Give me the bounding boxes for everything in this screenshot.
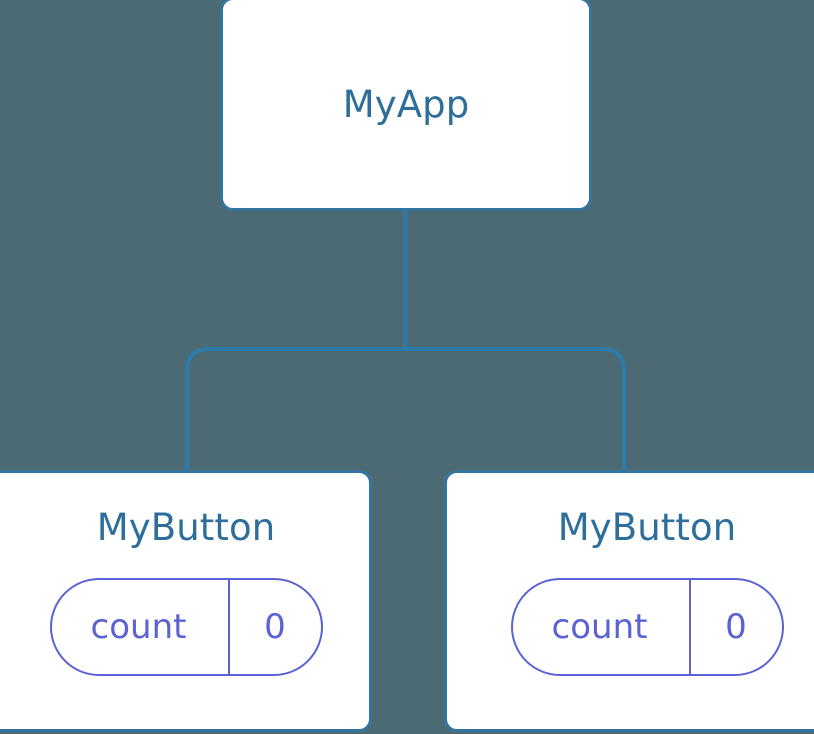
edge-bracket [185, 347, 626, 472]
state-pill-left-wrap: count 0 [49, 578, 323, 676]
state-pill-right[interactable]: count 0 [510, 578, 784, 676]
state-pill-left-key: count [90, 607, 187, 647]
state-pill-right-key: count [551, 607, 648, 647]
node-mybutton-right-title: MyButton [557, 506, 737, 549]
node-myapp[interactable]: MyApp [220, 0, 592, 211]
state-pill-left[interactable]: count 0 [49, 578, 323, 676]
state-pill-left-value: 0 [264, 607, 286, 647]
state-pill-left-divider [227, 580, 230, 674]
state-pill-right-wrap: count 0 [510, 578, 784, 676]
node-mybutton-left-title: MyButton [96, 506, 276, 549]
node-mybutton-left[interactable]: MyButton count 0 [0, 470, 372, 732]
node-myapp-title: MyApp [342, 82, 470, 126]
node-mybutton-right[interactable]: MyButton count 0 [444, 470, 814, 732]
state-pill-right-divider [688, 580, 691, 674]
state-pill-right-value: 0 [725, 607, 747, 647]
